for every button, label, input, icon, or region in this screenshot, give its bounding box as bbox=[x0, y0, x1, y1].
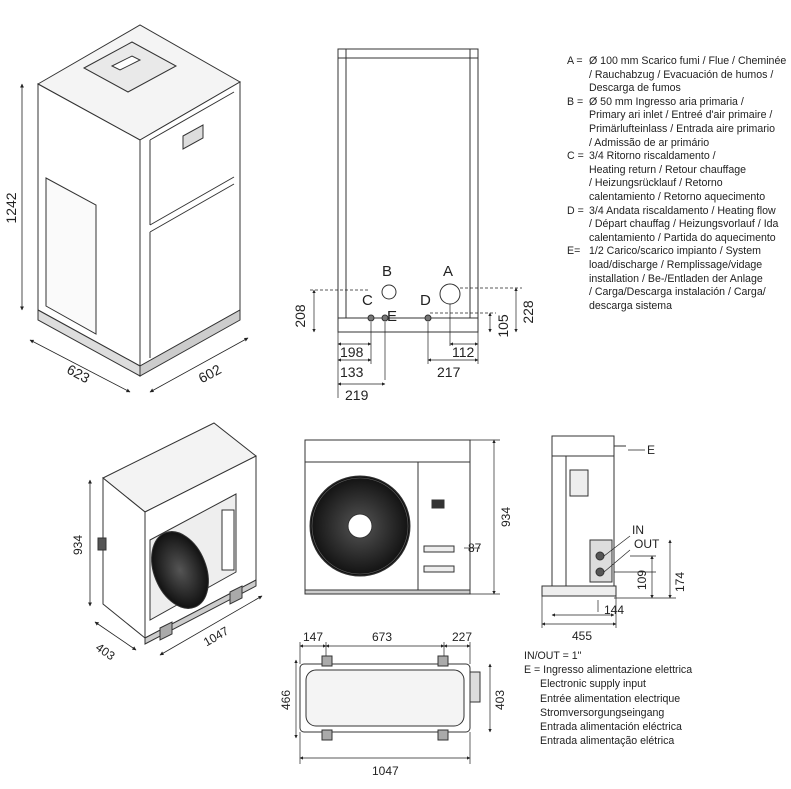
indoor-iso-dimensions bbox=[20, 83, 249, 393]
dim-112: 112 bbox=[452, 344, 475, 360]
legend-translation: Entrada alimentação elétrica bbox=[540, 735, 675, 748]
dim-133: 133 bbox=[340, 364, 364, 380]
label-e: E bbox=[387, 308, 397, 325]
indoor-depth-dim: 623 bbox=[64, 361, 92, 386]
legend-inout: IN/OUT = 1" bbox=[524, 650, 582, 662]
label-b: B bbox=[382, 263, 392, 280]
legend-translation: Stromversorgungseingang bbox=[540, 706, 665, 719]
side-dim-109: 109 bbox=[635, 570, 649, 590]
top-dim-466: 466 bbox=[279, 690, 293, 710]
connection-c2-icon bbox=[381, 314, 389, 322]
legend-e-line: E = Ingresso alimentazione elettrica bbox=[524, 664, 693, 677]
legend-translation: Electronic supply input bbox=[540, 678, 646, 691]
indoor-connections bbox=[367, 283, 461, 322]
dim-105: 105 bbox=[495, 314, 511, 338]
top-dim-673: 673 bbox=[372, 630, 392, 644]
side-dim-174: 174 bbox=[673, 572, 687, 592]
connection-b-icon bbox=[381, 284, 397, 300]
legend-key: B = bbox=[567, 95, 584, 108]
legend-item-e: E= 1/2 Carico/scarico impianto / System … bbox=[567, 245, 789, 313]
label-d: D bbox=[420, 292, 431, 309]
dim-208: 208 bbox=[292, 304, 308, 328]
outdoor-unit-front bbox=[304, 439, 471, 595]
outdoor-iso-dimensions bbox=[88, 479, 263, 656]
top-dim-1047: 1047 bbox=[372, 764, 399, 778]
outdoor-top-dimensions bbox=[294, 642, 492, 764]
top-dim-403: 403 bbox=[493, 690, 507, 710]
outdoor-front-height-dim: 934 bbox=[499, 507, 513, 527]
legend-text: 3/4 Andata riscaldamento / Heating flow … bbox=[589, 204, 779, 244]
outdoor-iso-width-dim: 1047 bbox=[201, 624, 231, 650]
legend-connections: A = Ø 100 mm Scarico fumi / Flue / Chemi… bbox=[567, 55, 789, 313]
dim-219: 219 bbox=[345, 387, 369, 403]
top-dim-147: 147 bbox=[303, 630, 323, 644]
dim-217: 217 bbox=[437, 364, 461, 380]
outdoor-side-dimensions bbox=[541, 449, 676, 628]
indoor-front-dimensions bbox=[310, 287, 522, 398]
side-dim-455: 455 bbox=[572, 629, 592, 643]
dim-198: 198 bbox=[340, 344, 364, 360]
legend-key: A = bbox=[567, 55, 583, 67]
legend-electrical: IN/OUT = 1" E = Ingresso alimentazione e… bbox=[524, 649, 744, 748]
legend-text: Ø 100 mm Scarico fumi / Flue / Cheminée … bbox=[589, 55, 787, 95]
legend-translation: Entrada alimentación eléctrica bbox=[540, 721, 682, 734]
side-dim-144: 144 bbox=[604, 603, 624, 617]
connection-a-icon bbox=[439, 283, 461, 305]
legend-item-b: B = Ø 50 mm Ingresso aria primaria / Pri… bbox=[567, 96, 789, 150]
side-label-out: OUT bbox=[634, 537, 660, 551]
outdoor-iso-depth-dim: 403 bbox=[93, 640, 118, 663]
outdoor-front-offset-dim: 87 bbox=[468, 541, 482, 555]
label-a: A bbox=[443, 263, 453, 280]
legend-text: 1/2 Carico/scarico impianto / System loa… bbox=[589, 245, 766, 312]
outdoor-front-dimensions bbox=[464, 439, 500, 595]
legend-text: 3/4 Ritorno riscaldamento / Heating retu… bbox=[589, 150, 766, 203]
outdoor-unit-isometric bbox=[97, 422, 257, 645]
legend-key: C = bbox=[567, 150, 584, 163]
connection-c-icon bbox=[367, 314, 375, 322]
outdoor-iso-height-dim: 934 bbox=[71, 535, 85, 555]
label-c: C bbox=[362, 292, 373, 309]
legend-item-c: C = 3/4 Ritorno riscaldamento / Heating … bbox=[567, 150, 789, 204]
outdoor-unit-top bbox=[299, 655, 481, 741]
side-label-in: IN bbox=[632, 523, 644, 537]
legend-key: D = bbox=[567, 204, 584, 217]
indoor-height-dim: 1242 bbox=[3, 192, 19, 223]
dim-228: 228 bbox=[520, 300, 536, 324]
legend-translation: Entrée alimentation electrique bbox=[540, 692, 681, 705]
indoor-unit-isometric bbox=[36, 24, 242, 377]
side-label-e: E bbox=[647, 443, 655, 457]
legend-key: E= bbox=[567, 245, 581, 258]
legend-text: Ø 50 mm Ingresso aria primaria / Primary… bbox=[589, 95, 776, 149]
outdoor-unit-side bbox=[541, 435, 626, 597]
legend-item-a: A = Ø 100 mm Scarico fumi / Flue / Chemi… bbox=[567, 55, 789, 96]
top-dim-227: 227 bbox=[452, 630, 472, 644]
connection-d-icon bbox=[424, 314, 432, 322]
legend-item-d: D = 3/4 Andata riscaldamento / Heating f… bbox=[567, 205, 789, 246]
